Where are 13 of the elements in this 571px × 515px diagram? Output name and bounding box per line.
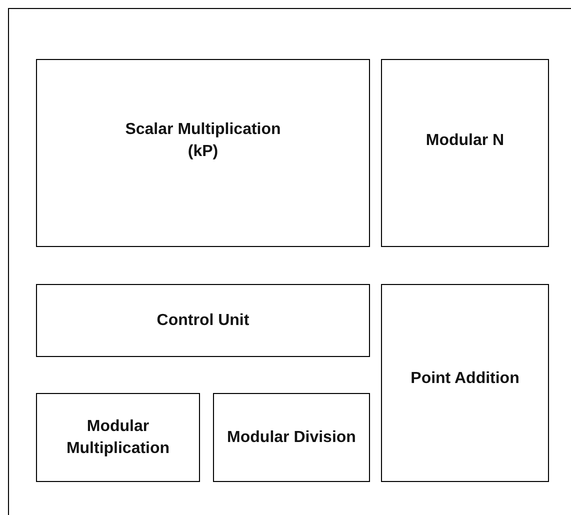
block-box xyxy=(36,393,200,482)
block-box xyxy=(381,284,549,482)
block-box xyxy=(36,59,370,247)
block-label: Modular N xyxy=(426,131,504,152)
block-label: Scalar Multiplication (kP) xyxy=(124,120,282,162)
block-label: Modular Division xyxy=(227,428,356,448)
block-box xyxy=(36,284,370,357)
block-label: Control Unit xyxy=(156,310,250,331)
block-box xyxy=(381,59,549,247)
block-label: Modular Multiplication xyxy=(65,416,171,458)
frame-border xyxy=(8,8,571,515)
block-box xyxy=(213,393,370,482)
block-label: Point Addition xyxy=(410,369,520,390)
